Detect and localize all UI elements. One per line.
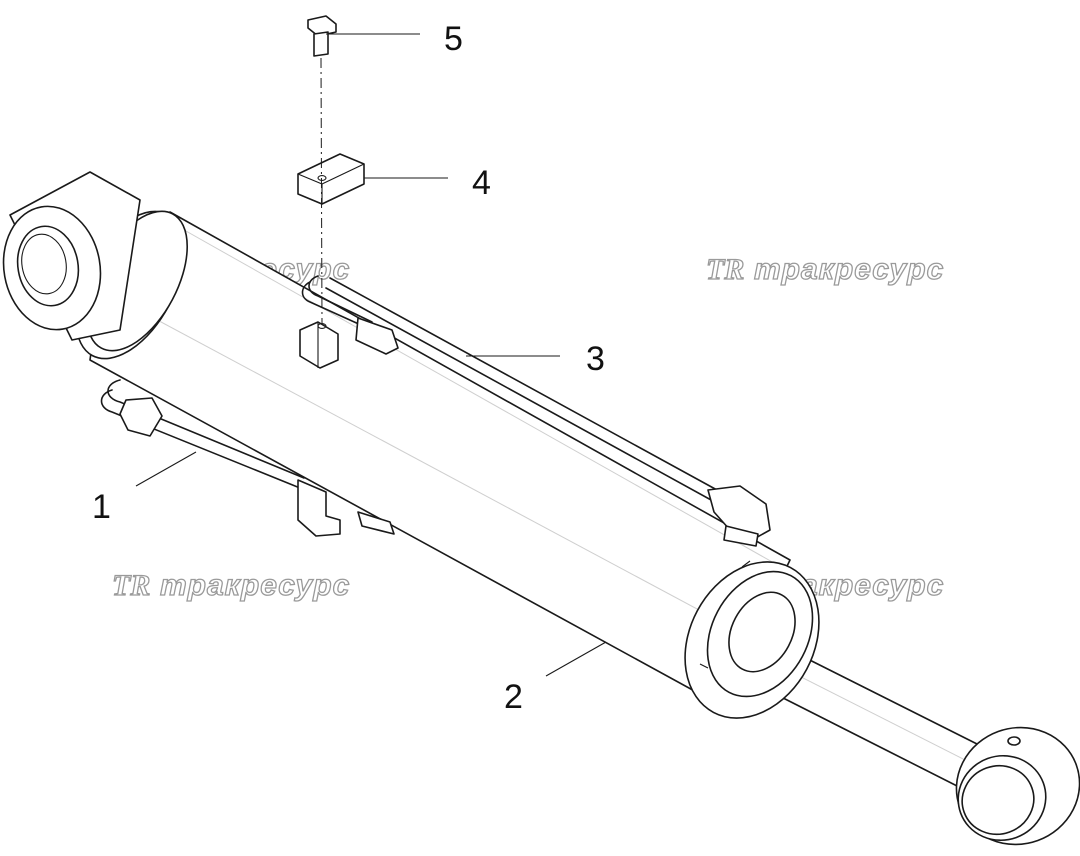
callout-3: 3 [586, 340, 605, 378]
watermark-text: тракресурс [754, 253, 944, 286]
callout-1: 1 [92, 488, 111, 526]
leader-lines [135, 33, 607, 677]
callout-5: 5 [444, 20, 463, 58]
watermark-top-right: TR тракресурс [705, 252, 944, 286]
bolt-5 [307, 15, 337, 57]
assembly-axis [320, 57, 323, 325]
clamp-plate-4 [297, 153, 365, 205]
watermark-text: тракресурс [160, 569, 350, 602]
gland-collar [684, 560, 820, 719]
callout-4: 4 [472, 164, 491, 202]
watermark-logo: TR [706, 253, 744, 286]
watermark-logo: TR [112, 569, 150, 602]
rod-eye [955, 726, 1080, 846]
mounting-block [299, 321, 339, 369]
rear-eye [2, 171, 141, 341]
hydraulic-tube-1 [100, 379, 395, 537]
watermark-bottom-left: TR тракресурс [111, 568, 350, 602]
cylinder-barrel [89, 211, 791, 706]
callout-2: 2 [504, 678, 523, 716]
hydraulic-tube-3 [301, 275, 771, 547]
